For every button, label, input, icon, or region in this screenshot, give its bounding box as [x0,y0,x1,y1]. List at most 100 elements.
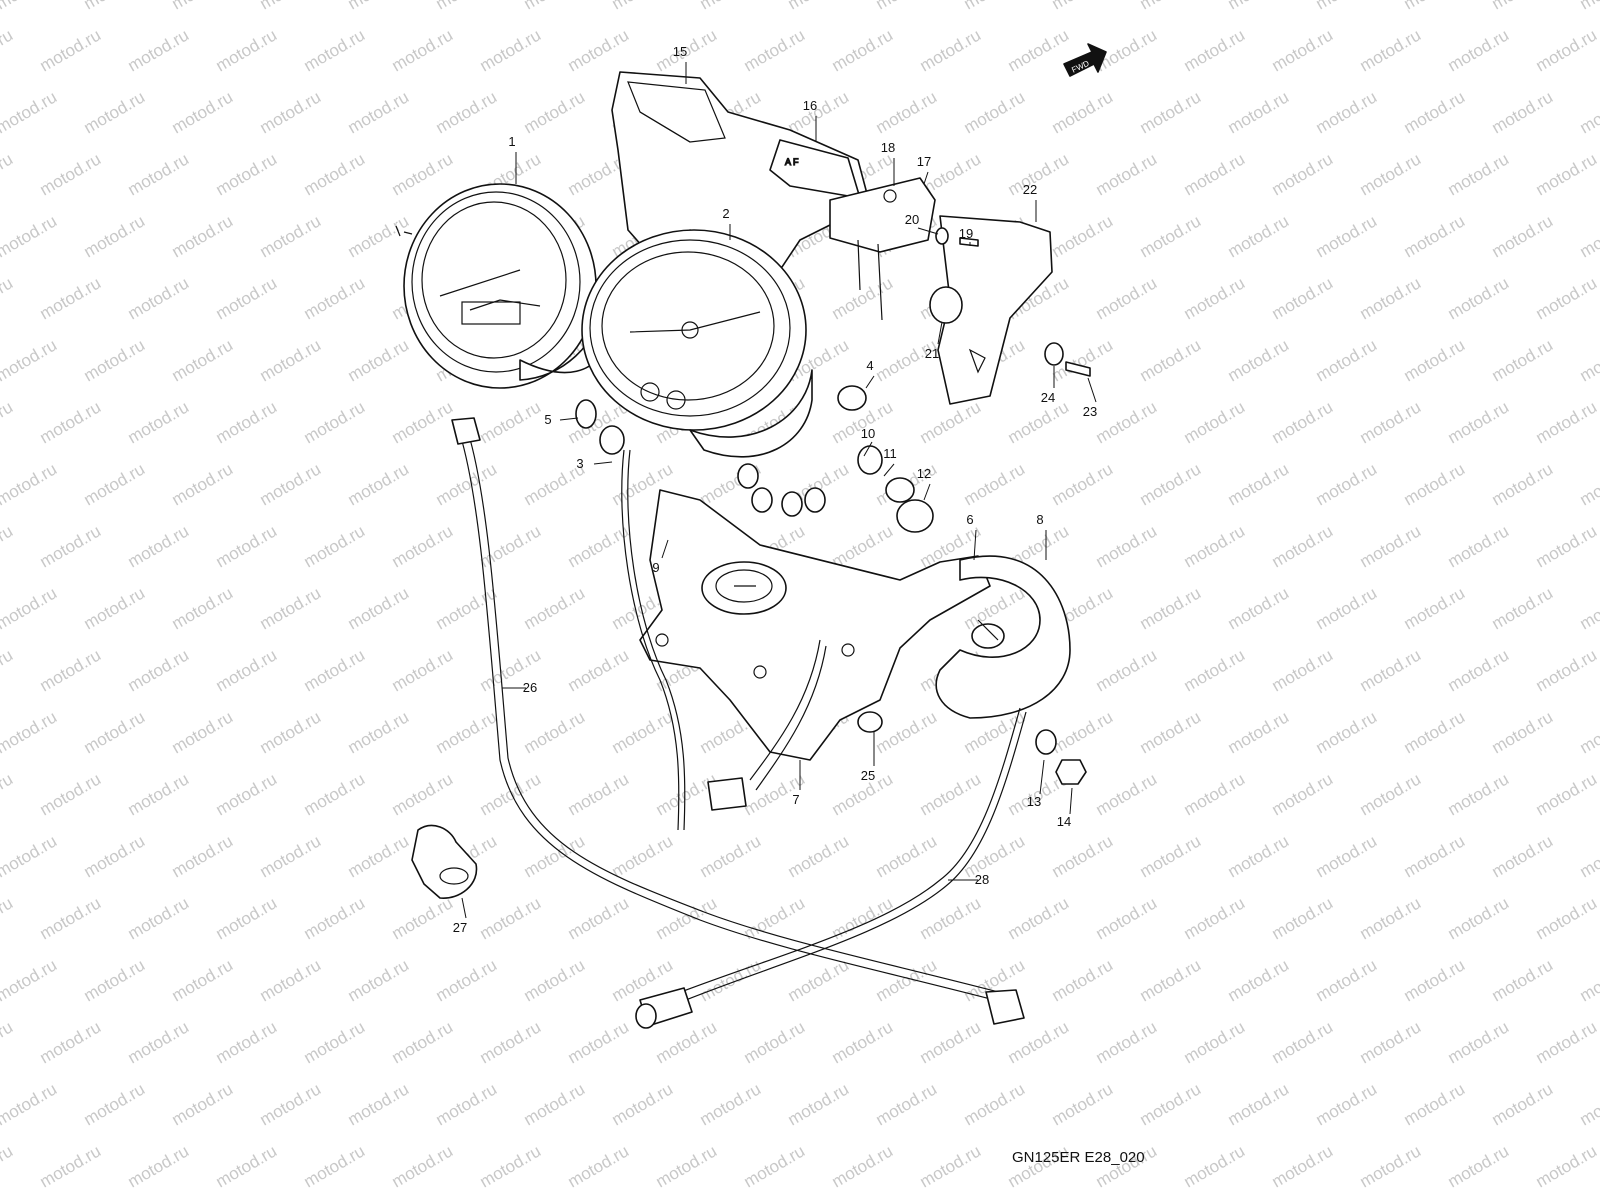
callout-10: 10 [861,426,875,457]
watermark-text: motod.ru [213,25,281,75]
callout-number: 10 [861,426,875,441]
watermark-text: motod.ru [433,1079,501,1129]
callout-number: 19 [959,226,973,241]
watermark-text: motod.ru [1401,707,1469,757]
watermark-text: motod.ru [873,1079,941,1129]
watermark-text: motod.ru [565,893,633,943]
watermark-text: motod.ru [1401,583,1469,633]
watermark-text: motod.ru [0,87,60,137]
watermark-text: motod.ru [697,0,765,13]
watermark-text: motod.ru [301,893,369,943]
watermark-text: motod.ru [521,87,589,137]
watermark-text: motod.ru [873,831,941,881]
watermark-text: motod.ru [917,25,985,75]
watermark-text: motod.ru [1137,211,1205,261]
watermark-text: motod.ru [1093,1017,1161,1067]
watermark-text: motod.ru [1577,707,1600,757]
svg-text:A F: A F [785,157,799,167]
watermark-text: motod.ru [81,707,149,757]
watermark-text: motod.ru [1401,335,1469,385]
watermark-text: motod.ru [1445,149,1513,199]
callout-number: 16 [803,98,817,113]
watermark-text: motod.ru [1577,583,1600,633]
watermark-text: motod.ru [257,87,325,137]
watermark-text: motod.ru [37,893,105,943]
watermark-text: motod.ru [125,1017,193,1067]
watermark-text: motod.ru [37,521,105,571]
watermark-text: motod.ru [0,149,16,199]
watermark-text: motod.ru [301,273,369,323]
leader-line [923,171,929,185]
leader-line [1069,787,1073,815]
watermark-text: motod.ru [961,0,1029,13]
callout-number: 2 [722,206,729,221]
watermark-text: motod.ru [477,893,545,943]
watermark-text: motod.ru [0,0,60,13]
watermark-text: motod.ru [389,1017,457,1067]
callout-number: 1 [508,134,515,149]
watermark-text: motod.ru [1225,583,1293,633]
watermark-text: motod.ru [125,1141,193,1191]
watermark-text: motod.ru [1093,149,1161,199]
watermark-text: motod.ru [1181,645,1249,695]
callout-7: 7 [792,760,801,807]
watermark-text: motod.ru [125,769,193,819]
watermark-text: motod.ru [1181,25,1249,75]
watermark-text: motod.ru [1137,335,1205,385]
watermark-text: motod.ru [37,149,105,199]
part-16-indicator-panel: A F [769,139,861,199]
watermark-text: motod.ru [1489,707,1557,757]
watermark-text: motod.ru [169,707,237,757]
leader-line [593,461,613,465]
watermark-text: motod.ru [0,955,60,1005]
watermark-text: motod.ru [1577,1079,1600,1129]
watermark-text: motod.ru [1401,0,1469,13]
watermark-text: motod.ru [1093,893,1161,943]
watermark-text: motod.ru [213,769,281,819]
watermark-text: motod.ru [1577,335,1600,385]
watermark-text: motod.ru [1357,769,1425,819]
watermark-text: motod.ru [565,769,633,819]
watermark-text: motod.ru [961,831,1029,881]
watermark-text: motod.ru [609,707,677,757]
watermark-text: motod.ru [169,335,237,385]
watermark-text: motod.ru [785,831,853,881]
watermark-text: motod.ru [81,0,149,13]
watermark-text: motod.ru [1489,335,1557,385]
watermark-text: motod.ru [961,87,1029,137]
watermark-text: motod.ru [1093,521,1161,571]
watermark-text: motod.ru [1313,707,1381,757]
watermark-text: motod.ru [741,1017,809,1067]
watermark-text: motod.ru [1137,87,1205,137]
watermark-text: motod.ru [741,25,809,75]
callout-number: 6 [966,512,973,527]
small-fasteners [837,227,1091,785]
watermark-text: motod.ru [1049,459,1117,509]
watermark-text: motod.ru [565,25,633,75]
watermark-text: motod.ru [0,25,16,75]
watermark-text: motod.ru [609,0,677,13]
leader-line [883,463,895,477]
watermark-text: motod.ru [389,25,457,75]
watermark-text: motod.ru [1313,87,1381,137]
watermark-text: motod.ru [389,769,457,819]
callout-1: 1 [508,134,517,184]
watermark-text: motod.ru [37,1141,105,1191]
watermark-text: motod.ru [917,1017,985,1067]
leader-line [865,375,875,389]
watermark-text: motod.ru [37,1017,105,1067]
watermark-text: motod.ru [521,831,589,881]
callout-20: 20 [905,212,939,235]
watermark-text: motod.ru [829,1017,897,1067]
watermark-text: motod.ru [1049,87,1117,137]
watermark-text: motod.ru [697,831,765,881]
watermark-text: motod.ru [0,459,60,509]
watermark-text: motod.ru [1005,1017,1073,1067]
watermark-text: motod.ru [1357,1017,1425,1067]
watermark-text: motod.ru [37,25,105,75]
watermark-text: motod.ru [1181,397,1249,447]
callout-13: 13 [1027,759,1045,809]
watermark-text: motod.ru [1269,149,1337,199]
watermark-text: motod.ru [1533,521,1600,571]
watermark-text: motod.ru [1005,149,1073,199]
